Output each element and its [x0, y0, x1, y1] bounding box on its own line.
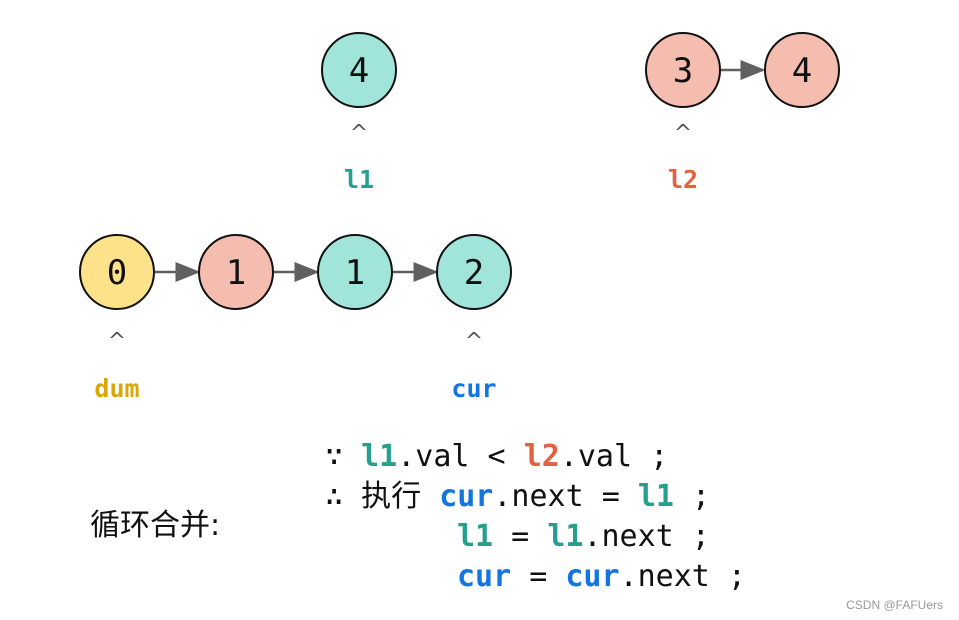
code-next: .next — [619, 559, 710, 594]
caret-l1: ^ — [350, 121, 368, 146]
node-value: 1 — [345, 253, 365, 293]
node-value: 0 — [107, 253, 127, 293]
node-merged-1a — [198, 234, 274, 310]
code-execute: 执行 — [361, 479, 422, 514]
node-merged-2 — [436, 234, 512, 310]
code-l2: l2 — [523, 439, 560, 474]
caret-l2: ^ — [674, 121, 692, 146]
node-value: 3 — [673, 51, 693, 91]
code-eq: = — [493, 519, 548, 554]
code-semi: ; — [632, 439, 669, 474]
watermark: CSDN @FAFUers — [846, 598, 943, 612]
code-line-3: l1 = l1.next ; — [457, 517, 710, 557]
code-cur: cur — [565, 559, 620, 594]
code-l1: l1 — [361, 439, 398, 474]
code-l1: l1 — [637, 479, 674, 514]
code-l1: l1 — [547, 519, 584, 554]
caret-cur: ^ — [465, 329, 483, 354]
code-line-1: ∵ l1.val < l2.val ; — [325, 437, 668, 477]
code-line-2: ∴ 执行 cur.next = l1 ; — [325, 477, 710, 517]
code-next: .next — [493, 479, 584, 514]
node-merged-1b — [317, 234, 393, 310]
code-l1: l1 — [457, 519, 494, 554]
code-val: .val — [397, 439, 470, 474]
code-cur: cur — [439, 479, 494, 514]
node-value: 4 — [349, 51, 369, 91]
because-symbol: ∵ — [325, 439, 344, 474]
pointer-l1: l1 — [344, 165, 374, 194]
code-eq: = — [511, 559, 566, 594]
pointer-cur: cur — [451, 374, 496, 403]
therefore-symbol: ∴ — [325, 479, 344, 514]
node-value: 4 — [792, 51, 812, 91]
node-value: 1 — [226, 253, 246, 293]
node-l2-first — [645, 32, 721, 108]
code-cur: cur — [457, 559, 512, 594]
code-eq: = — [583, 479, 638, 514]
node-l1-top — [321, 32, 397, 108]
code-val: .val — [559, 439, 633, 474]
code-semi: ; — [673, 519, 710, 554]
node-l2-second — [764, 32, 840, 108]
code-next: .next — [583, 519, 674, 554]
code-line-4: cur = cur.next ; — [457, 557, 746, 597]
merge-loop-label: 循环合并: — [90, 508, 221, 543]
caret-dum: ^ — [108, 329, 126, 354]
pointer-l2: l2 — [668, 165, 698, 194]
code-lt: < — [469, 439, 524, 474]
code-semi: ; — [674, 479, 711, 514]
code-semi: ; — [709, 559, 746, 594]
node-dum-node — [79, 234, 155, 310]
node-value: 2 — [464, 253, 484, 293]
pointer-dum: dum — [94, 374, 139, 403]
